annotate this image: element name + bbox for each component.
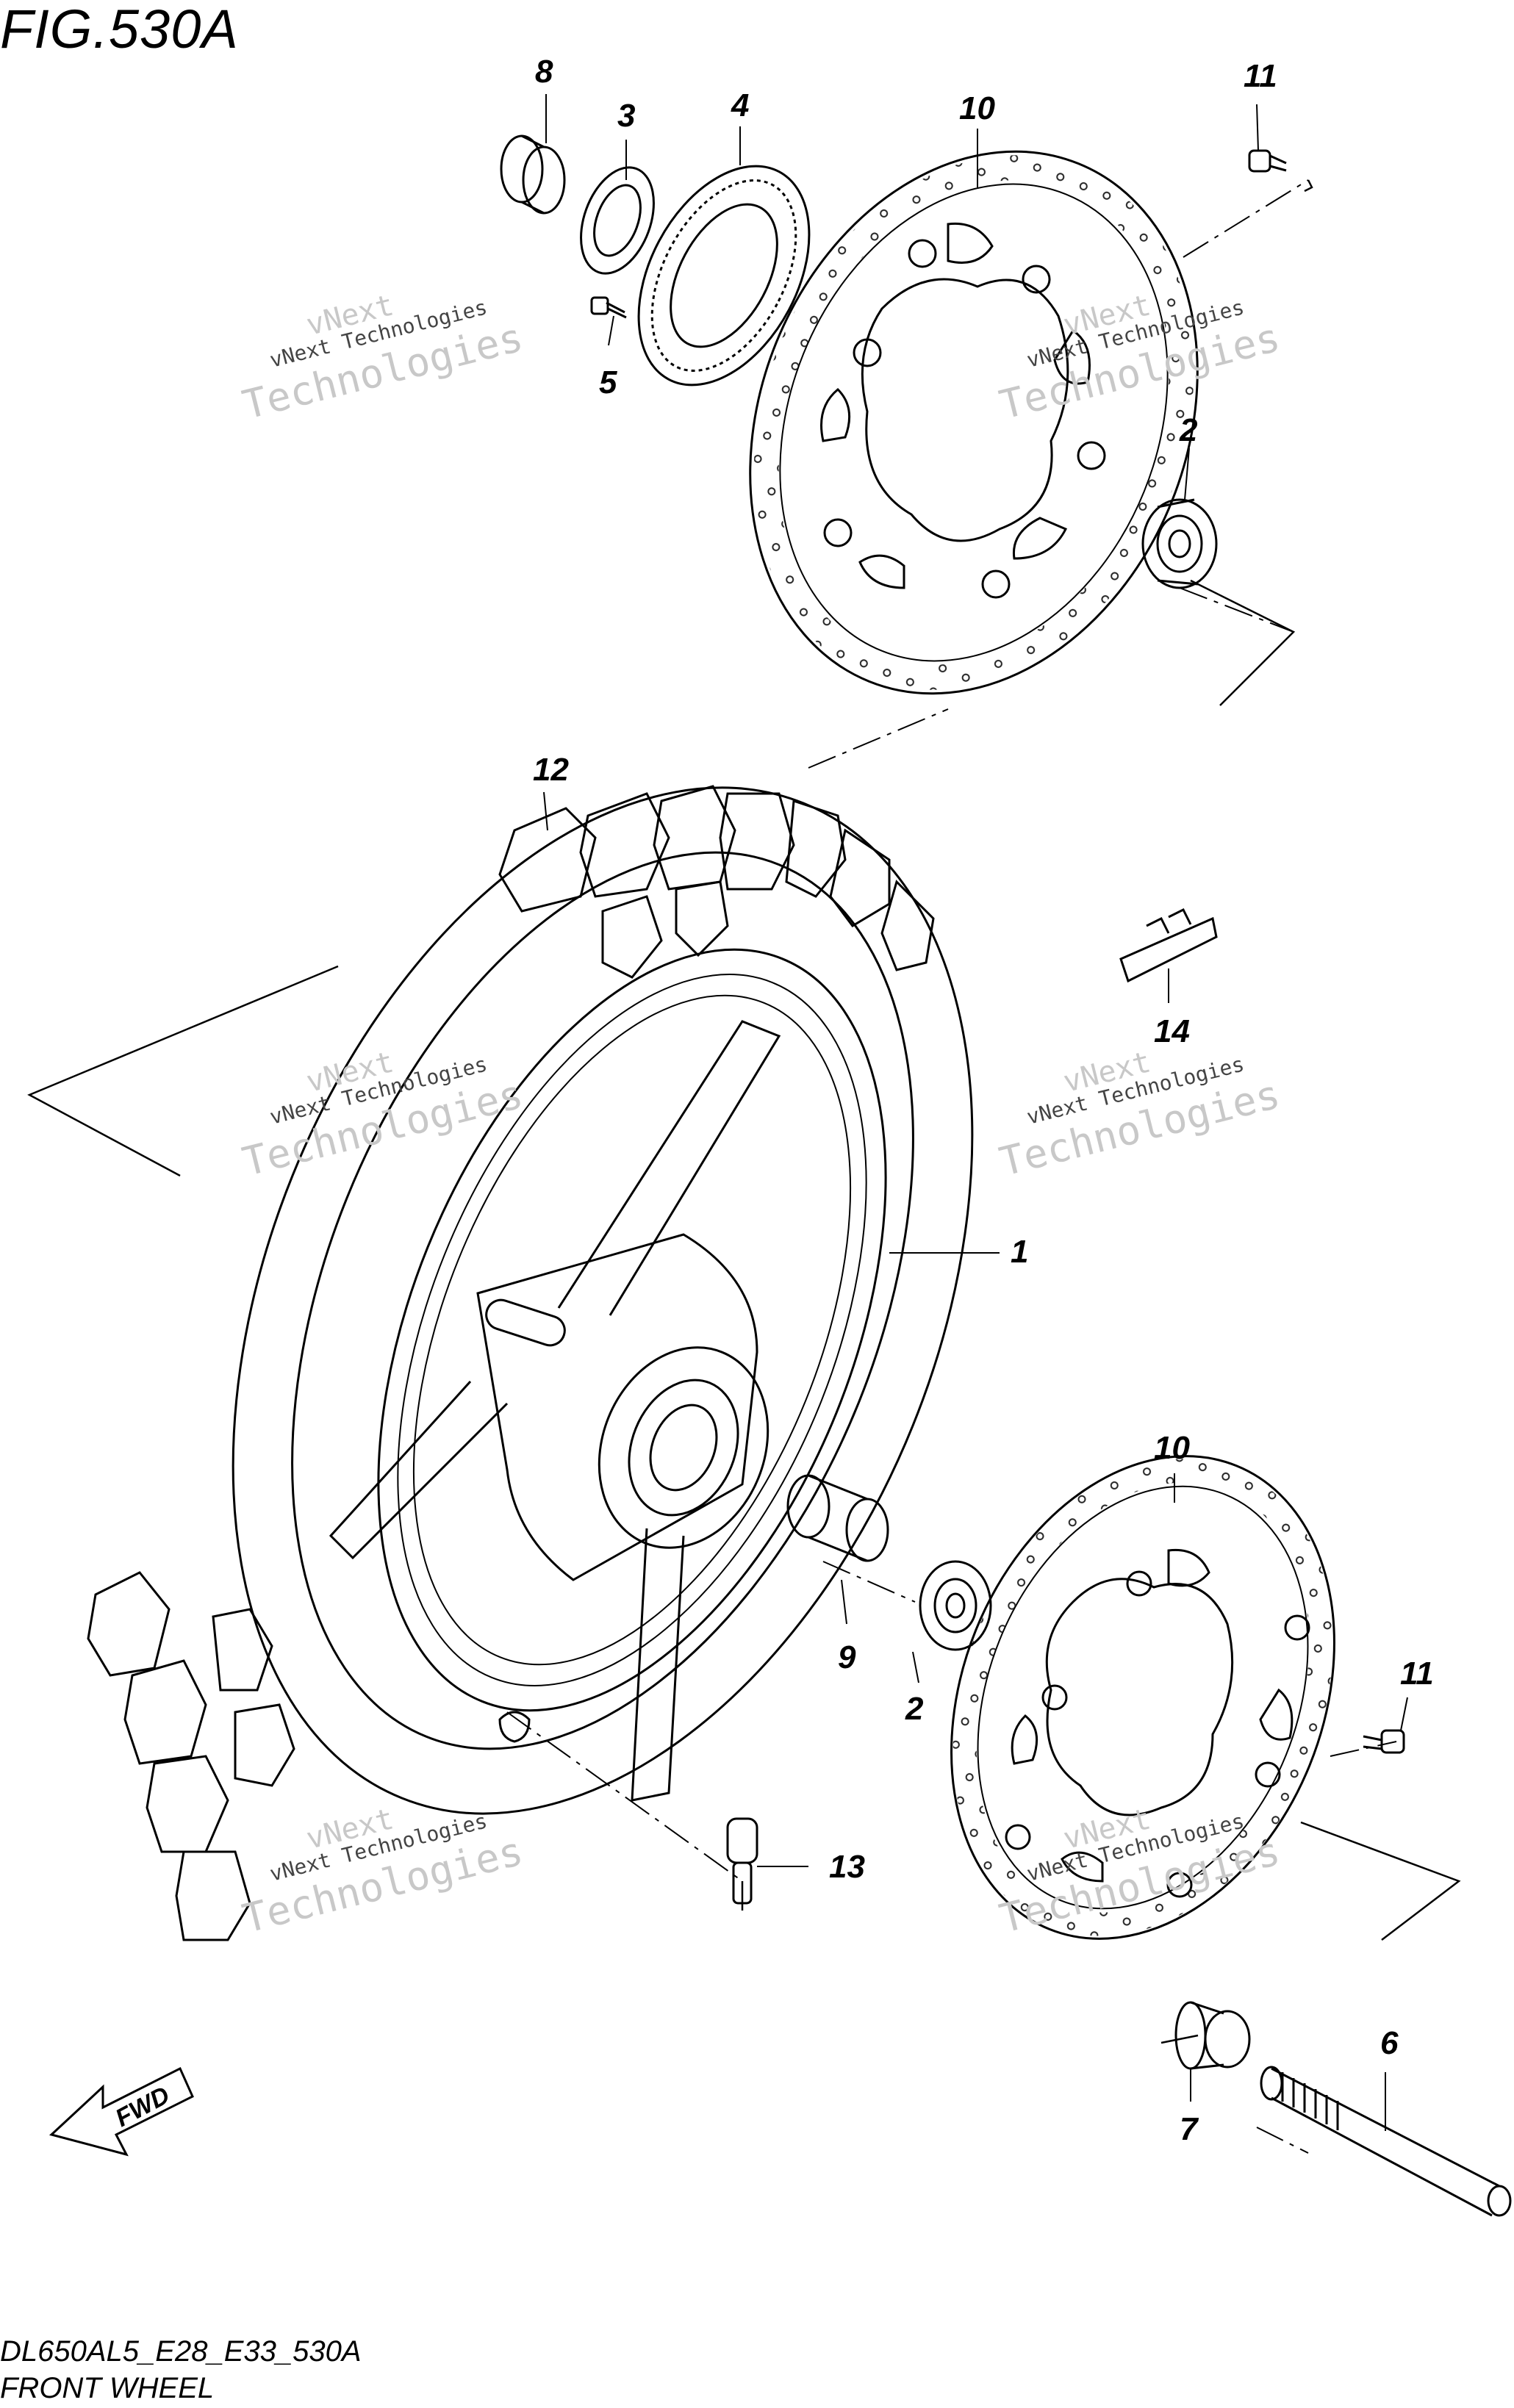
callout-11-lower: 11 — [1400, 1656, 1434, 1692]
callout-2-upper: 2 — [1179, 412, 1198, 448]
brake-disc-upper — [749, 150, 1199, 695]
callout-10-upper: 10 — [959, 90, 995, 126]
spacer-9 — [786, 1474, 889, 1562]
wheel-rim — [329, 948, 887, 1802]
axle-6 — [1260, 2066, 1512, 2217]
callout-6: 6 — [1380, 2025, 1399, 2061]
brake-disc-lower — [950, 1455, 1335, 1940]
dust-seal-8 — [500, 134, 566, 215]
callout-4: 4 — [731, 87, 749, 123]
callout-13: 13 — [829, 1849, 865, 1885]
callout-12: 12 — [533, 752, 569, 788]
callout-3: 3 — [617, 98, 635, 134]
callout-2-lower: 2 — [905, 1691, 924, 1727]
collar-7 — [1174, 2001, 1251, 2070]
callout-14: 14 — [1154, 1013, 1190, 1049]
sensor-rotor-4 — [637, 165, 811, 387]
bearing-2-lower — [919, 1560, 992, 1651]
callout-1: 1 — [1011, 1234, 1028, 1270]
bolt-11-lower — [1363, 1729, 1405, 1754]
callout-labels: 8 3 4 5 10 11 2 12 1 14 10 9 2 11 13 7 6 — [533, 54, 1434, 2147]
oil-seal-3 — [580, 166, 655, 275]
bolt-11-upper — [1248, 149, 1287, 173]
callout-7: 7 — [1180, 2111, 1199, 2147]
balance-weight-14 — [1119, 908, 1218, 983]
callout-11-upper: 11 — [1244, 58, 1277, 94]
figure-name: FRONT WHEEL — [0, 2372, 215, 2404]
figure-code: DL650AL5_E28_E33_530A — [0, 2335, 362, 2368]
callout-10-lower: 10 — [1154, 1430, 1190, 1466]
watermarks: vNext Technologies vNext Technologies vN… — [238, 288, 1285, 1942]
assembly-lines — [506, 179, 1397, 2154]
bracket-lines — [27, 179, 1461, 2044]
callout-8: 8 — [535, 54, 553, 90]
bearing-2-upper — [1141, 498, 1218, 589]
callout-9: 9 — [838, 1639, 856, 1675]
front-tire — [87, 785, 974, 1941]
callout-5: 5 — [599, 364, 617, 400]
figure-title: FIG.530A — [0, 0, 239, 60]
leader-lines — [543, 94, 1408, 2131]
screw-5 — [590, 296, 627, 319]
fwd-arrow-icon — [49, 2066, 194, 2157]
